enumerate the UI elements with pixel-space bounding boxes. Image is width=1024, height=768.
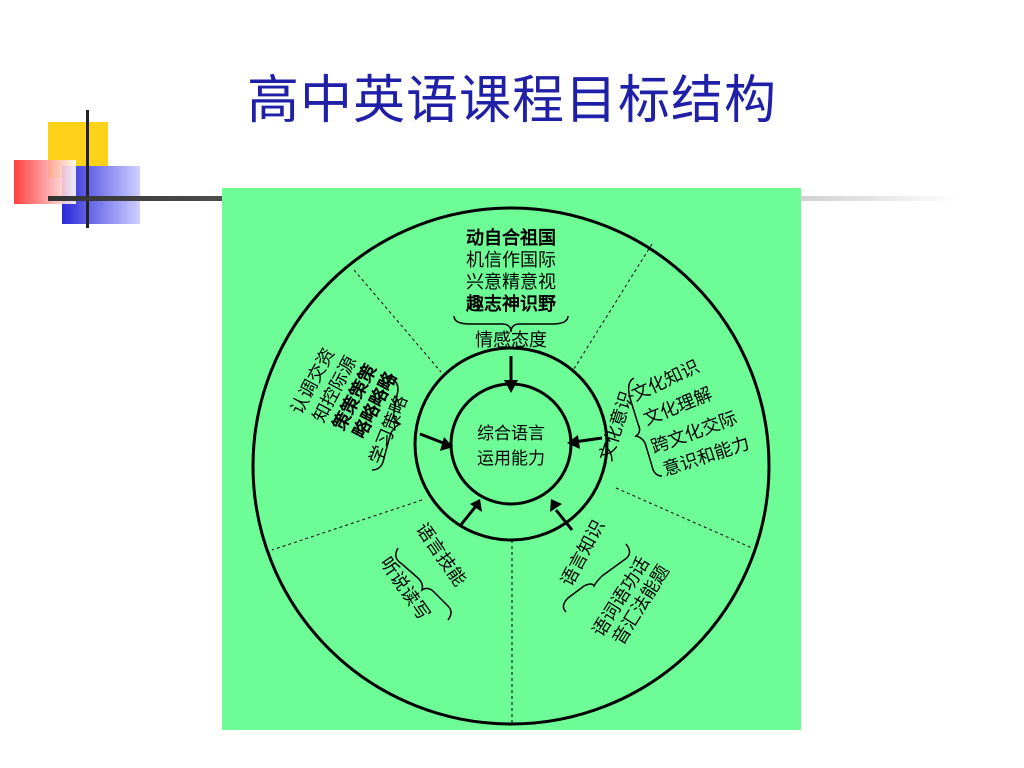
middle-ring [413, 346, 609, 542]
culture-heading: 文化意识 [596, 389, 638, 464]
center-label-line1: 综合语言 [477, 424, 545, 444]
strategy-brace [371, 377, 402, 471]
section-strategy: 认调交资 知控际源 策策策策 略略略略 学习策略 [287, 345, 412, 471]
arrow-from-strategy [419, 432, 447, 446]
section-skills: 语言技能 听说读写 [375, 519, 469, 624]
affect-heading: 情感态度 [475, 330, 547, 351]
diagram-canvas: 综合语言 运用能力 动自合祖国 机信作国际 兴意精意视 趣志神识野 情感态度 文… [251, 206, 771, 726]
knowledge-brace [562, 543, 631, 613]
skills-brace [395, 547, 452, 621]
affect-row-2: 机信作国际 [466, 250, 556, 271]
arrow-from-skills [458, 505, 478, 527]
affect-row-1: 动自合祖国 [466, 227, 556, 249]
section-dividers [271, 243, 753, 724]
affect-brace [453, 315, 569, 333]
page-title: 高中英语课程目标结构 [246, 71, 777, 131]
arrowhead-affect [504, 380, 518, 393]
arrow-from-knowledge [554, 509, 574, 531]
arrowheads [440, 380, 580, 512]
affect-row-4: 趣志神识野 [465, 293, 556, 315]
arrowhead-knowledge [550, 499, 562, 512]
arrowhead-strategy [440, 437, 453, 451]
culture-brace [627, 377, 663, 477]
inner-circle [449, 382, 573, 506]
section-culture: 文化知识 文化理解 跨文化交际 意识和能力 文化意识 [596, 356, 753, 480]
arrowhead-culture [567, 435, 580, 449]
arrowhead-skills [470, 499, 482, 512]
section-affect: 动自合祖国 机信作国际 兴意精意视 趣志神识野 情感态度 [453, 227, 569, 351]
deco-vertical-line [86, 110, 89, 228]
affect-row-3: 兴意精意视 [466, 272, 556, 293]
knowledge-heading: 语言知识 [557, 517, 609, 590]
outer-ring [251, 206, 771, 726]
section-knowledge: 语言知识 语词语功话 音汇法能题 [557, 517, 674, 649]
center-label-line2: 运用能力 [477, 449, 545, 469]
course-goal-diagram: 综合语言 运用能力 动自合祖国 机信作国际 兴意精意视 趣志神识野 情感态度 文… [222, 188, 801, 730]
